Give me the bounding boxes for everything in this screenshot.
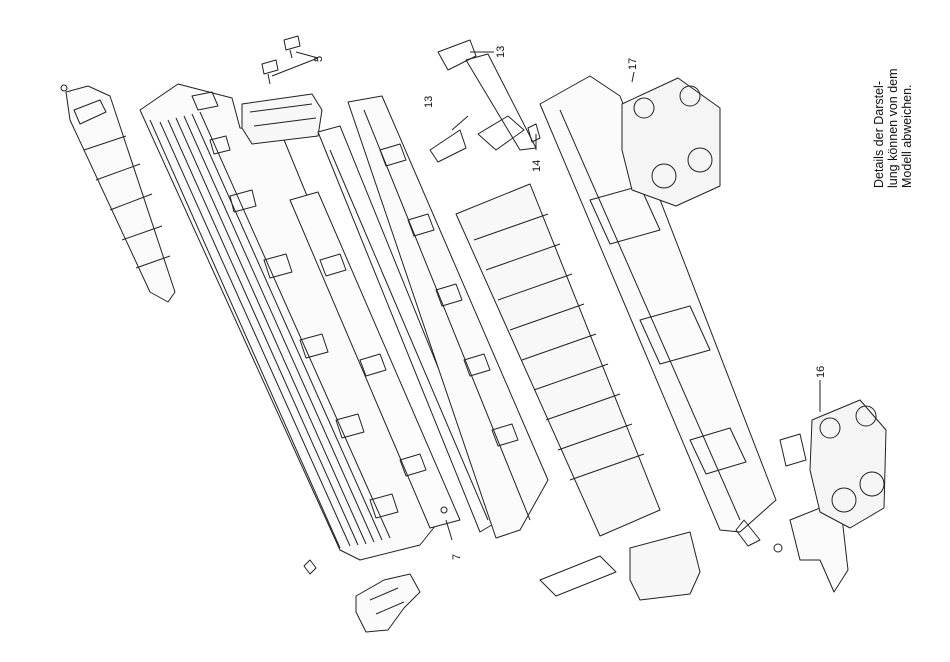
note-line-3: Modell abweichen. [900, 8, 914, 188]
pin-parts [262, 36, 300, 84]
bogie-16-part [810, 400, 886, 528]
note-line-2: lung können von dem [886, 8, 900, 188]
bracket-13-parts [430, 40, 536, 162]
callout-17: 17 [627, 58, 639, 70]
callout-13-upper: 13 [495, 46, 507, 58]
callout-13-lower: 13 [423, 96, 435, 108]
end-cover-part [304, 560, 420, 632]
callout-5: 5 [313, 56, 325, 62]
spring-14-part [528, 124, 540, 142]
bogie-17-part [622, 78, 720, 206]
note-line-1: Details der Darstel- [872, 8, 886, 188]
light-housing-part [242, 94, 322, 144]
callout-16: 16 [815, 366, 827, 378]
callout-14: 14 [531, 160, 543, 172]
callout-7: 7 [451, 554, 463, 560]
disclaimer-note: Details der Darstel- lung können von dem… [872, 8, 932, 188]
